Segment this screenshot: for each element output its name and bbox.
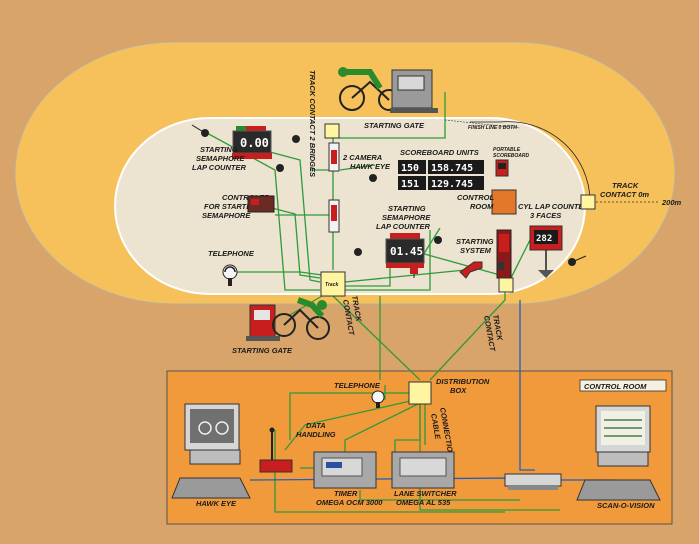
data-handling-label-2: HANDLING: [296, 430, 336, 439]
scoreboard-units-label: SCOREBOARD UNITS: [400, 148, 479, 157]
portable-label-2: SCOREBOARD: [493, 153, 530, 159]
hawk-eye-computer-icon: [171, 403, 251, 499]
scoreboard-row1-right: 158.745: [431, 163, 473, 174]
starting-gate-bottom-label: STARTING GATE: [232, 346, 293, 355]
camera-hawk-eye-label-2: HAWK EYE: [350, 162, 391, 171]
lane-switcher-label-2: OMEGA AL 535: [396, 498, 451, 507]
measure-line: [470, 121, 591, 201]
starting-gate-machine-bottom: [246, 304, 280, 341]
track-contact-box-label: Track: [325, 282, 338, 288]
starting-gate-top-label: STARTING GATE: [364, 121, 425, 130]
semaphore-mid-label-1: STARTING: [388, 204, 426, 213]
controler-device: [247, 195, 275, 213]
timer-device: [313, 451, 377, 489]
data-handling-label-1: DATA: [306, 421, 326, 430]
lane-switcher-device: [391, 451, 455, 489]
controler-label-3: SEMAPHORE: [202, 211, 251, 220]
control-room-track-label-2: ROOM: [470, 202, 494, 211]
controler-label-1: CONTROLER: [222, 193, 270, 202]
starting-gate-top-box: [324, 123, 340, 139]
semaphore-mid-label-3: LAP COUNTER: [376, 222, 430, 231]
track-contact-right-label-2: CONTACT 0m: [600, 190, 649, 199]
cyl-lap-display: 282: [536, 234, 552, 244]
photocell-sensors: [191, 124, 587, 266]
distribution-box-label-1: DISTRIBUTION: [436, 377, 490, 386]
scoreboard-row2-right: 129.745: [431, 179, 473, 190]
telephone-icon: [222, 264, 238, 286]
finish-line-mark: [444, 119, 521, 129]
control-room-box: [491, 189, 517, 215]
starting-gun-icon: [459, 261, 483, 279]
track-contact-right-label-1: TRACK: [612, 181, 639, 190]
portable-scoreboard-icon: [495, 159, 509, 177]
track-contact-top-label: TRACK CONTACT 2 BRIDGES: [308, 70, 317, 177]
distribution-box-label-2: BOX: [450, 386, 467, 395]
hawk-eye-label: HAWK EYE: [196, 499, 237, 508]
control-room-title-box: [579, 379, 667, 392]
camera-hawk-eye-post: [328, 142, 340, 233]
telephone-room-label: TELEPHONE: [334, 381, 381, 390]
timer-label-2: OMEGA OCM 3000: [316, 498, 383, 507]
semaphore-left-label-1: STARTING: [200, 145, 238, 154]
scan-o-vision-computer-icon: [576, 405, 661, 501]
cyl-lap-counter-label-1: CYL LAP COUNTER: [518, 202, 589, 211]
telephone-track-label: TELEPHONE: [208, 249, 255, 258]
control-room-title: CONTROL ROOM: [584, 382, 647, 391]
cyl-lap-counter-device: 282: [529, 225, 563, 278]
camera-hawk-eye-label-1: 2 CAMERA: [342, 153, 382, 162]
lane-switcher-label-1: LANE SWITCHER: [394, 489, 457, 498]
network-device: [504, 473, 562, 490]
controler-label-2: FOR STARTING: [204, 202, 260, 211]
telephone-room-icon: [371, 390, 385, 408]
scoreboard-units: 150 158.745 151 129.745: [398, 160, 484, 190]
starting-system-label-2: SYSTEM: [460, 246, 492, 255]
finish-line-label: FINISH LINE 0 BOTH: [468, 125, 517, 131]
antenna-icon: [259, 427, 293, 473]
semaphore-left-label-2: SEMAPHORE: [196, 154, 245, 163]
control-room-track-label-1: CONTROL: [457, 193, 494, 202]
distance-200-label: 200m: [661, 198, 682, 207]
starting-gate-machine-top: [390, 69, 438, 113]
track-contact-box: [320, 271, 346, 297]
cyclist-bottom: [272, 297, 330, 340]
track-contact-right-lower-box: [498, 277, 514, 293]
portable-label-1: PORTABLE: [493, 147, 521, 153]
semaphore-left-label-3: LAP COUNTER: [192, 163, 246, 172]
semaphore-mid-label-2: SEMAPHORE: [382, 213, 431, 222]
distribution-box: [408, 381, 432, 405]
cyl-lap-counter-label-2: 3 FACES: [530, 211, 561, 220]
semaphore-lap-counter-left: 0.00: [232, 126, 272, 159]
semaphore-left-display: 0.00: [240, 136, 269, 150]
scoreboard-row1-left: 150: [401, 163, 419, 174]
semaphore-lap-counter-mid: 01.45: [385, 233, 425, 278]
semaphore-mid-display: 01.45: [390, 245, 423, 258]
timer-label-1: TIMER: [334, 489, 358, 498]
scoreboard-row2-left: 151: [401, 179, 419, 190]
track-contact-0m-box: [580, 194, 596, 210]
starting-system-label-1: STARTING: [456, 237, 494, 246]
scan-o-vision-label: SCAN-O-VISION: [597, 501, 655, 510]
starting-system-tower: [496, 229, 512, 279]
